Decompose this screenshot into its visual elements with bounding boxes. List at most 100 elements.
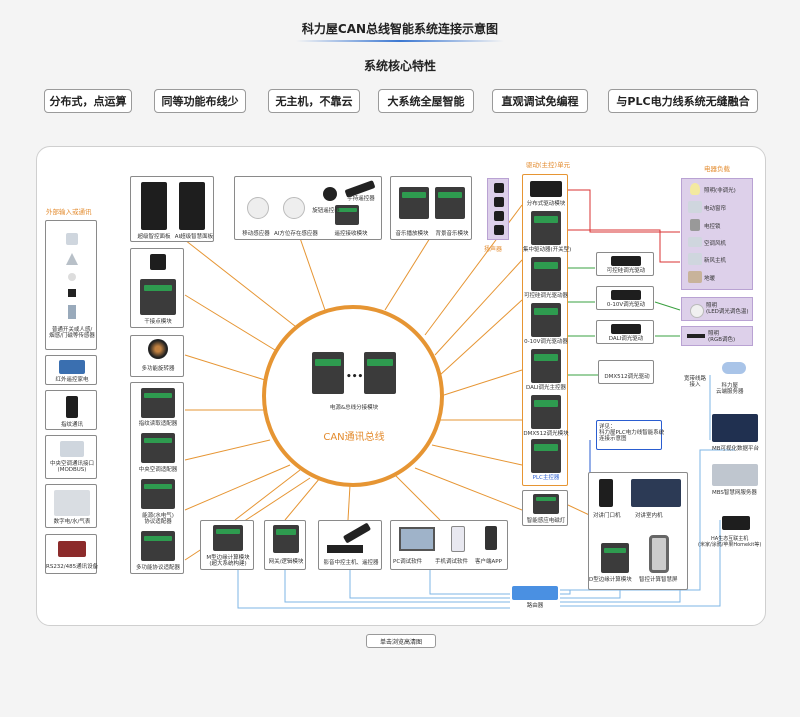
plc-note-label: 详见： 科力屋PLC电力线智能系统 连接示意图 <box>599 424 665 443</box>
central-driver-label: 集中驱动器(开关型) <box>523 247 572 253</box>
server-icon <box>712 464 758 486</box>
dmx512-module-icon <box>531 395 561 429</box>
music-player-label: 音乐播放模块 <box>395 231 429 237</box>
load-label: 空调风机 <box>704 241 727 247</box>
feature-badge: 直观调试免编程 <box>492 89 588 113</box>
av-host-icon <box>327 545 363 553</box>
air-conditioner-icon <box>60 441 84 457</box>
d-edge-label: D型边缘计算模块 <box>589 577 632 583</box>
ellipsis-icon: ••• <box>346 372 364 382</box>
fingerprint-label: 指纹通讯 <box>60 422 83 428</box>
smart-screen-icon <box>649 535 669 573</box>
speaker-icon <box>494 225 504 235</box>
drive-unit-label: 驱动(主控)单元 <box>526 161 571 169</box>
meter-label: 数字电/水/气表 <box>53 519 91 525</box>
can-bus-label: CAN通讯总线 <box>323 432 385 443</box>
dmx512-driver-label: DMX512调光驱动 <box>604 374 650 380</box>
lock-icon <box>690 219 700 231</box>
router-icon <box>512 586 558 600</box>
phone-icon <box>451 526 465 552</box>
ir-appliance-box: 红外遥控家电 <box>45 355 97 385</box>
motion-sensor-label: 移动感应器 <box>242 231 270 237</box>
smoke-sensor-icon <box>68 273 76 281</box>
power-module-icon <box>364 352 396 394</box>
ha-host-icon <box>722 516 750 530</box>
dry-contact-box: 干接点模块 <box>130 248 184 328</box>
dimmer-0-10v-icon <box>531 303 561 337</box>
sensor-icon <box>66 253 78 265</box>
distributed-driver-icon <box>530 181 562 197</box>
driver-0-10v-label: 0-10V调光驱动 <box>606 302 646 308</box>
downlight-icon <box>690 304 704 318</box>
gateway-label: 网关/逻辑模块 <box>268 559 304 565</box>
power-module-icon <box>312 352 344 394</box>
sensors-box: 移动感应器 AI方位存在感应器 旋钮遥控器 手持遥控器 遥控接收模块 <box>234 176 382 240</box>
d-edge-module-icon <box>601 543 629 573</box>
music-box: 音乐播放模块 背景音乐模块 <box>390 176 472 240</box>
page-title: 科力屋CAN总线智能系统连接示意图 <box>301 22 499 36</box>
central-driver-icon <box>531 211 561 245</box>
adapters-box: 指纹读取适配器 中央空调适配器 能源(水电气) 协议适配器 多功能协议适配器 <box>130 382 184 574</box>
rgb-lighting-label: 照明 (RGB调色) <box>708 331 736 344</box>
view-hd-image-button[interactable]: 单击浏览高清图 <box>366 634 436 648</box>
dry-contact-sensor-icon <box>150 254 166 270</box>
door-intercom-icon <box>599 479 613 507</box>
rs485-box: RS232/485通讯设备 <box>45 534 98 574</box>
fingerprint-lock-icon <box>66 396 78 418</box>
distributed-driver-label: 分布式驱动模块 <box>526 201 566 207</box>
ai-panel-label: AI超级智慧面板 <box>174 234 214 240</box>
plc-note-box: 详见： 科力屋PLC电力线智能系统 连接示意图 <box>596 420 665 450</box>
feature-badge: 无主机，不靠云 <box>268 89 360 113</box>
pc-software-label: PC调试软件 <box>393 559 423 565</box>
protocol-adapter-icon <box>141 531 175 561</box>
curtain-icon <box>688 201 702 213</box>
background-music-label: 背景音乐模块 <box>435 231 469 237</box>
drive-unit-box: 分布式驱动模块 集中驱动器(开关型) 可控硅调光驱动器 0-10V调光驱动器 D… <box>522 174 572 486</box>
m-edge-module-icon <box>213 525 243 551</box>
door-intercom-label: 对讲门口机 <box>593 513 621 519</box>
load-label: 地暖 <box>704 276 716 282</box>
server-label: MBS智慧网服务器 <box>712 490 757 496</box>
scr-driver-box: 可控硅调光驱动 <box>596 252 654 276</box>
meter-icon <box>54 490 90 516</box>
page-subtitle: 系统核心特性 <box>363 59 436 73</box>
av-box: 影音中控主机、遥控器 <box>318 520 382 570</box>
m-edge-label: M型边缘计算模块 (超大系统构建) <box>206 555 250 568</box>
ir-appliance-label: 红外遥控家电 <box>55 377 89 383</box>
plc-master-icon <box>531 439 561 473</box>
feature-badge: 大系统全屋智能 <box>378 89 474 113</box>
external-sensor-label: 普通开关或人感/ 烟感/门磁等传感器 <box>49 327 95 340</box>
indoor-monitor-label: 对讲室内机 <box>635 513 663 519</box>
led-lighting-label: 照明 (LED调光调色温) <box>706 303 749 316</box>
indoor-monitor-icon <box>631 479 681 507</box>
scr-dimmer-label: 可控硅调光驱动器 <box>523 293 568 299</box>
central-ac-box: 中央空调通讯接口 (MODBUS) <box>45 435 97 479</box>
human-sensor-icon <box>68 305 76 319</box>
remote-receiver-icon <box>335 205 359 225</box>
rgb-lighting-box: 照明 (RGB调色) <box>681 326 753 346</box>
tv-icon <box>59 360 85 374</box>
intercom-box: 对讲门口机 对讲室内机 D型边缘计算模块 智控计算智慧屏 <box>588 472 688 590</box>
plc-master-label: PLC主控器 <box>532 475 560 481</box>
load-label: 电动窗帘 <box>704 206 727 212</box>
external-input-label: 外部输入或通讯 <box>46 208 92 216</box>
m-edge-box: M型边缘计算模块 (超大系统构建) <box>200 520 254 570</box>
dali-master-icon <box>531 349 561 383</box>
rs485-device-icon <box>58 541 86 557</box>
rotary-label: 多功能旋转器 <box>141 366 175 372</box>
magnetic-light-icon <box>533 494 559 514</box>
ai-panel-icon <box>179 182 205 230</box>
title-underline <box>296 40 504 42</box>
motion-sensor-icon <box>247 197 269 219</box>
presence-sensor-label: AI方位存在感应器 <box>274 231 318 237</box>
feature-badge: 与PLC电力线系统无缝融合 <box>608 89 758 113</box>
remote-receiver-label: 遥控接收模块 <box>334 231 368 237</box>
knob-remote-icon <box>323 187 337 201</box>
feature-badge: 同等功能布线少 <box>154 89 246 113</box>
external-sensor-box: 普通开关或人感/ 烟感/门磁等传感器 <box>45 220 97 350</box>
dali-driver-icon <box>611 324 641 334</box>
dry-contact-module-icon <box>140 279 176 315</box>
protocol-adapter-label: 多功能协议适配器 <box>135 565 180 571</box>
energy-adapter-label: 能源(水电气) 协议适配器 <box>142 513 174 526</box>
